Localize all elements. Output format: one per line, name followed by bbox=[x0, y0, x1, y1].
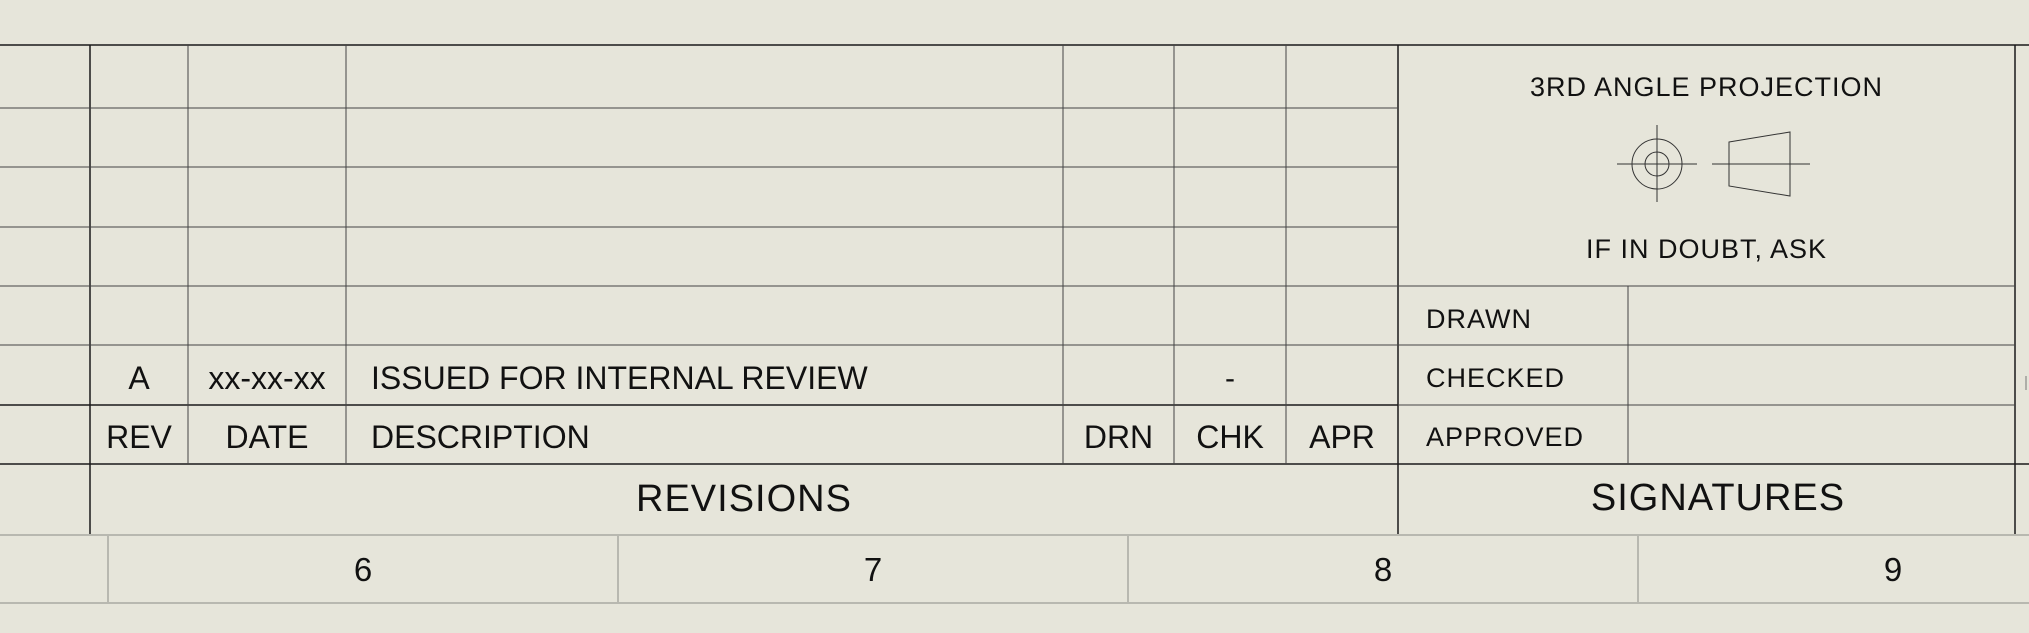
drn-header: DRN bbox=[1083, 419, 1154, 455]
checked-label: CHECKED bbox=[1426, 363, 1566, 393]
projection-title: 3RD ANGLE PROJECTION bbox=[1529, 72, 1884, 102]
zone-label-7: 7 bbox=[863, 551, 883, 588]
date-value: xx-xx-xx bbox=[208, 360, 326, 396]
approved-label: APPROVED bbox=[1426, 422, 1585, 452]
description-header: DESCRIPTION bbox=[371, 419, 590, 455]
drawn-label: DRAWN bbox=[1426, 304, 1532, 334]
chk-value: - bbox=[1225, 362, 1235, 395]
zone-label-8: 8 bbox=[1373, 551, 1393, 588]
revisions-title: REVISIONS bbox=[636, 478, 852, 520]
rev-value: A bbox=[128, 360, 150, 396]
signatures-title: SIGNATURES bbox=[1590, 477, 1846, 519]
third-angle-projection-icon bbox=[1617, 125, 1810, 202]
apr-header: APR bbox=[1309, 419, 1375, 455]
zone-label-6: 6 bbox=[353, 551, 373, 588]
rev-header: REV bbox=[106, 419, 172, 455]
description-value: ISSUED FOR INTERNAL REVIEW bbox=[371, 360, 868, 396]
zone-label-9: 9 bbox=[1883, 551, 1903, 588]
projection-note: IF IN DOUBT, ASK bbox=[1585, 234, 1828, 264]
date-header: DATE bbox=[225, 419, 309, 455]
chk-header: CHK bbox=[1196, 419, 1264, 455]
